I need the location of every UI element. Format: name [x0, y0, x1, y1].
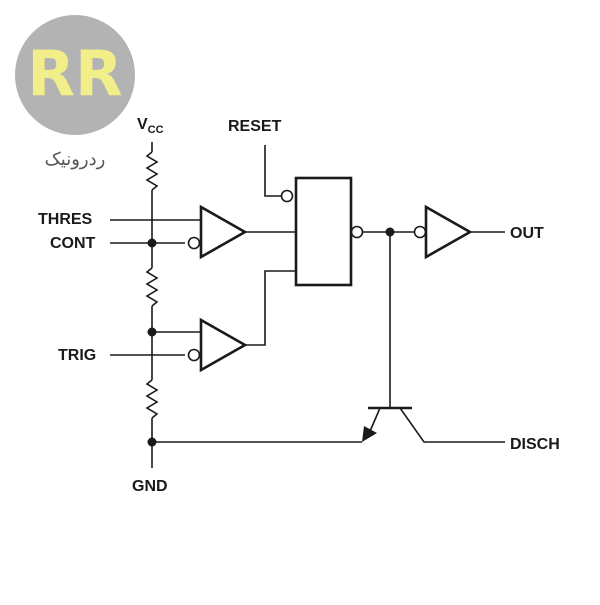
buffer-input-bubble [413, 225, 427, 239]
cont-label: CONT [50, 235, 96, 252]
logo-circle [15, 15, 135, 135]
vcc-label: VCC [137, 116, 164, 136]
output-buffer [413, 204, 505, 260]
resistor-top [145, 151, 159, 191]
gnd-label: GND [132, 478, 168, 495]
trig-label: TRIG [58, 347, 96, 364]
disch-label: DISCH [510, 436, 560, 453]
resistor-middle [145, 267, 159, 307]
thres-label: THRES [38, 211, 93, 228]
reset-bubble [280, 189, 294, 203]
junction-divider [147, 327, 157, 337]
threshold-comparator [187, 204, 296, 260]
disch-wire [399, 407, 505, 443]
resistor-bottom [145, 379, 159, 419]
flipflop-output-bubble [350, 225, 364, 239]
comparator-inverting-bubble [187, 236, 201, 250]
logo-mark: RR [27, 37, 122, 110]
reset-wire [264, 145, 281, 197]
discharge-transistor [152, 232, 505, 443]
comparator-inverting-bubble [187, 348, 201, 362]
out-label: OUT [510, 225, 544, 242]
emitter-arrow [362, 426, 377, 442]
logo: RR ردرونیک [15, 15, 135, 170]
trigger-comparator [187, 270, 296, 373]
junction-cont [147, 238, 157, 248]
flip-flop [264, 145, 420, 287]
reset-label: RESET [228, 118, 282, 135]
resistor-chain [145, 142, 159, 468]
logo-text: ردرونیک [45, 149, 106, 170]
